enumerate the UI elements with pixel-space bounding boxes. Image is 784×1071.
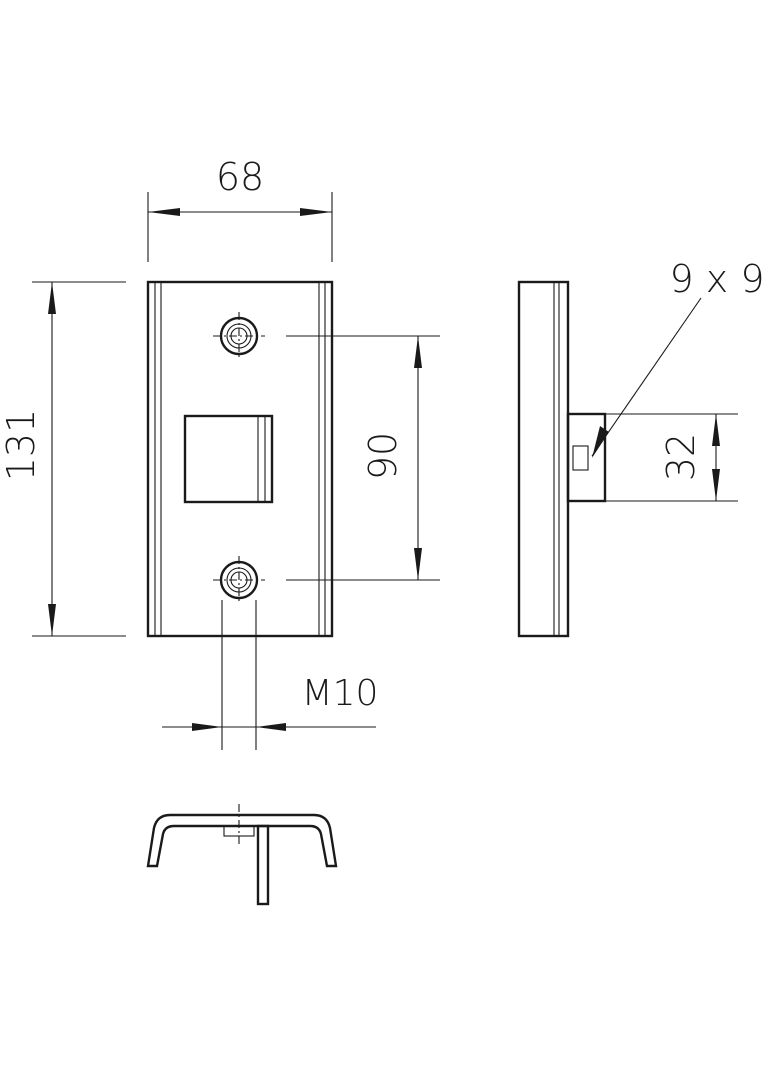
- plate-outline: [146, 280, 334, 638]
- bottom-threaded-hole: [213, 556, 265, 604]
- width-label: 68: [216, 155, 264, 199]
- hole-spacing-label: 90: [361, 432, 405, 480]
- front-view: [146, 280, 334, 638]
- thread-dimension: M10: [162, 600, 378, 750]
- plate-side-outline: [517, 280, 570, 638]
- pin-height-dimension: 32: [605, 413, 738, 502]
- square-pin-side: [566, 412, 607, 503]
- side-view: [517, 280, 607, 638]
- pin-height-label: 32: [659, 433, 703, 481]
- thread-label: M10: [302, 673, 379, 714]
- width-dimension: 68: [147, 155, 333, 262]
- hole-spacing-dimension: 90: [286, 335, 440, 581]
- pin-size-leader: 9 x 9: [591, 257, 765, 458]
- height-label: 131: [0, 409, 43, 482]
- pin-size-label: 9 x 9: [670, 257, 765, 301]
- height-dimension: 131: [0, 281, 126, 637]
- section-view: [146, 804, 338, 906]
- clip-profile: [146, 813, 338, 868]
- top-threaded-hole: [213, 312, 265, 360]
- square-pin-front: [183, 414, 274, 504]
- clip-tab: [256, 824, 270, 906]
- pin-thread-detail: [572, 445, 589, 471]
